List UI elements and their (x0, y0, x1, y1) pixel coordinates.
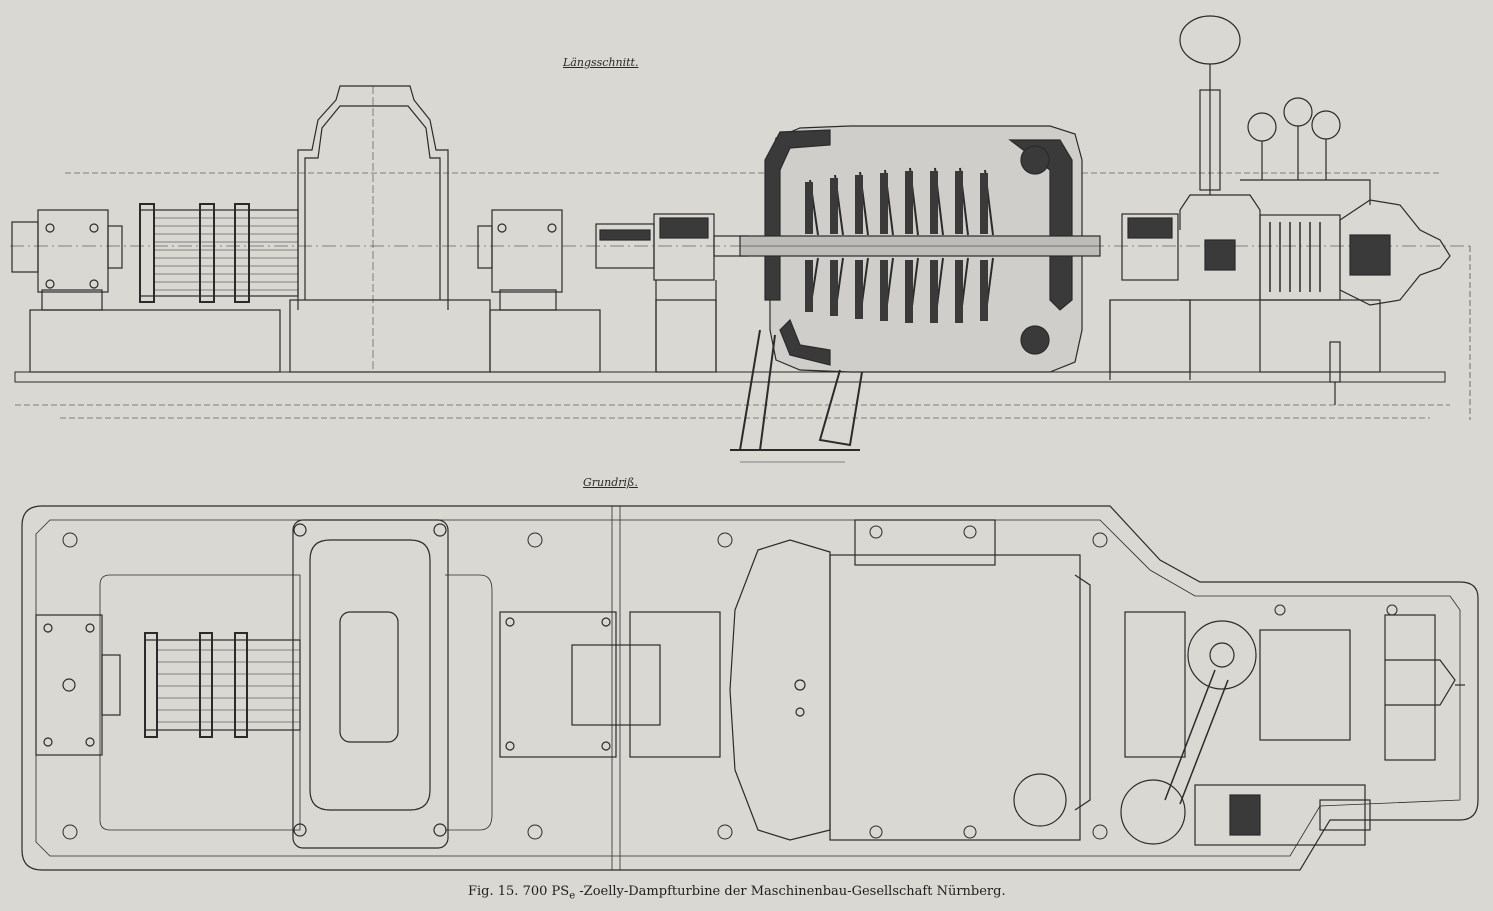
middle-bearing-plate (499, 611, 661, 758)
middle-bearing-pedestal (477, 209, 601, 373)
generator-rotor-plan (144, 632, 301, 738)
caption-figure-number: Fig. 15. (468, 884, 519, 899)
coupling-and-front-bearing (595, 213, 749, 373)
generator-housing (289, 85, 491, 373)
longitudinal-section-label: Längsschnitt. (563, 56, 639, 69)
plan-view-drawing (21, 505, 1479, 871)
caption-power: 700 PS (522, 884, 570, 899)
rear-bearing-pedestal (1109, 213, 1191, 380)
turbine-casing-plan (729, 519, 1091, 841)
turbine-casing-section (730, 125, 1101, 463)
governor-plan (1013, 614, 1465, 846)
generator-housing-plan (292, 519, 449, 849)
left-bearing-plate (35, 614, 121, 756)
pressure-gauge-middle-icon (1283, 97, 1313, 127)
governor-housing (1179, 15, 1451, 405)
plan-view-label: Grundriß. (583, 476, 638, 489)
caption-title: -Zoelly-Dampfturbine der Maschinenbau-Ge… (579, 884, 1006, 899)
pressure-gauge-left-icon (1247, 112, 1277, 142)
figure-caption: Fig. 15. 700 PSe -Zoelly-Dampfturbine de… (468, 884, 1006, 902)
pressure-gauge-right-icon (1311, 110, 1341, 140)
left-bearing-pedestal (11, 209, 281, 373)
caption-power-subscript: e (569, 890, 576, 902)
generator-rotor (139, 203, 299, 303)
longitudinal-section-drawing (10, 15, 1471, 463)
